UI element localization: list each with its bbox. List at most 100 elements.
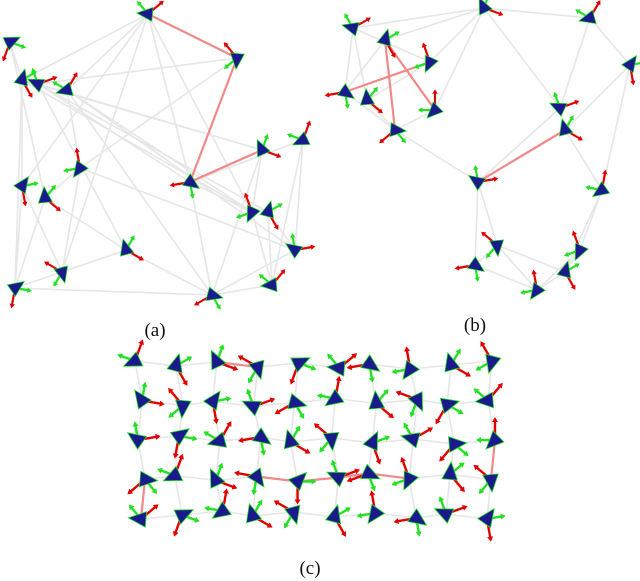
panel-a-edge [251,211,273,286]
panel-c-caption: (c) [299,558,320,579]
panel-c-pose [444,348,472,377]
panel-a-edge [66,89,296,251]
panel-a-edge [37,83,191,183]
panel-a-highlight-edge [188,57,239,183]
panel-b-highlight-edge [477,129,566,183]
panel-a-edge [44,197,127,251]
panel-a-pose [135,0,164,22]
panel-c-edge [134,360,176,367]
panel-c-edge [446,364,452,405]
panel-c-edge [257,362,299,368]
panel-c-edge [413,438,455,445]
panel-c-edge [253,401,295,408]
panel-a-pose [37,184,61,212]
panel-c-pose [127,470,159,495]
panel-b-pose [585,169,611,198]
panel-c-pose [435,397,464,425]
panel-c-pose [325,353,358,377]
panel-a-edge [21,13,149,81]
panel-c-pose [245,499,273,528]
panel-b-pose [556,260,580,290]
panel-b-caption: (b) [464,315,486,336]
panel-a-edge [189,181,253,213]
panel-b-edge [352,27,368,101]
panel-a-edge [189,181,213,296]
panel-c-pose [473,464,499,495]
panel-b-edge [366,61,431,101]
panel-c-edge [174,475,183,516]
panel-b-pose [467,165,499,191]
panel-c-pose [289,357,317,385]
panel-b-pose [481,231,505,259]
panel-b-edge [434,7,485,111]
panel-c-pose [274,393,308,419]
panel-a-pose [169,173,201,199]
panel-c-pose [234,467,265,496]
panel-b-pose [478,0,504,17]
panel-c-edge [451,360,493,366]
panel-c-pose [134,381,165,410]
panel-a-edge [79,167,296,251]
panel-b-edge [344,27,354,93]
panel-b-edge [384,7,485,41]
panel-c-pose [391,346,421,381]
panel-c-edge [140,514,182,520]
panel-a-edge [21,185,63,273]
panel-c-edge [290,437,332,443]
panel-a-edge [66,89,213,296]
panel-c-pose [476,417,505,450]
panel-c-highlight-edge [139,479,147,520]
panel-c-pose [210,344,239,371]
panel-b-edge [483,7,561,109]
panel-a-edge [37,83,269,213]
panel-c-pose [203,421,232,448]
panel-c-edge [445,474,451,515]
panel-c-pose [172,509,200,537]
panel-a-highlight-edge [189,148,263,184]
panel-a-edge [211,149,263,296]
panel-b-pose [376,28,400,58]
panel-c-pose [126,421,161,450]
panel-a-edge [14,197,46,289]
panel-a-edge [271,139,304,286]
panel-c-pose [316,375,345,407]
panel-a-pose [13,68,37,98]
panel-c-pose [237,355,265,384]
panel-c-pose [362,430,391,465]
panel-b-edge [394,129,479,183]
panel-c-pose [202,390,232,425]
panel-a-edge [14,271,63,289]
panel-b-edge [564,64,631,131]
panel-a-pose-graph [1,0,316,310]
panel-b-pose [563,230,589,262]
panel-c-edges [134,360,497,520]
panel-c-pose [439,436,469,462]
panel-b-edges [344,7,631,291]
panel-b-pose [417,89,444,119]
panel-a-poses [1,0,316,310]
panel-c-edge [252,511,294,517]
panel-c-pose [324,503,351,537]
panel-c-edge [293,511,335,518]
panel-b-pose [324,83,356,109]
panel-c-edge [408,438,415,479]
panel-c-pose [166,352,193,386]
panel-a-pose [44,261,69,287]
panel-a-pose [256,133,282,159]
panel-b-edge [474,181,479,266]
panel-b-edge [474,264,538,291]
panel-a-edge [37,57,238,85]
panel-c-pose [157,453,184,482]
panel-a-pose [1,36,27,62]
panel-c-pose [117,339,144,367]
panel-a-edge [79,57,238,169]
panel-c-pose [313,423,340,453]
panel-c-pose [238,427,272,456]
panel-c-pose [475,341,502,375]
panel-a-highlight-edge [147,13,238,59]
panel-b-edge [394,109,436,131]
panel-b-edge [483,7,591,19]
panel-a-edge [61,249,127,273]
panel-c-edge [175,365,184,406]
panel-a-pose [194,286,224,310]
